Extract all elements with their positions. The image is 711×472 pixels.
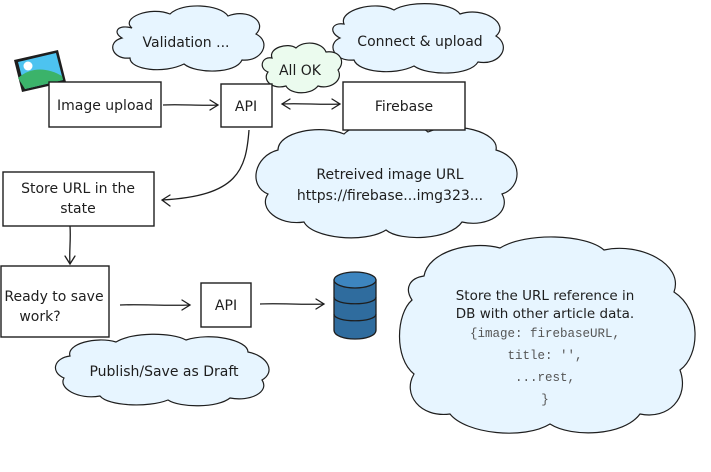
image-icon [14, 50, 66, 92]
store-url-box: Store URL in the state [2, 171, 155, 227]
api-bottom-label: API [215, 298, 237, 314]
cloud-publish-label: Publish/Save as Draft [89, 364, 239, 380]
arrow-store-url-to-ready [64, 225, 76, 266]
arrow-upload-to-api [162, 99, 220, 111]
cloud-store-ref-line2: DB with other article data. [456, 306, 634, 322]
arrow-ready-to-api [119, 299, 192, 311]
cloud-validation: Validation ... [112, 5, 265, 72]
firebase-box: Firebase [342, 81, 466, 131]
firebase-label: Firebase [375, 99, 433, 115]
arrow-api-to-database [259, 298, 326, 310]
cloud-all-ok: All OK [261, 42, 343, 94]
ready-line2: work? [19, 309, 60, 325]
code-line-3: ...rest, [515, 371, 575, 385]
image-upload-box: Image upload [48, 81, 162, 128]
arrow-api-to-store-url [160, 129, 250, 207]
cloud-publish: Publish/Save as Draft [54, 333, 270, 407]
cloud-store-ref-line1: Store the URL reference in [456, 288, 635, 304]
database-icon [333, 271, 377, 340]
api-top-box: API [220, 83, 273, 128]
cloud-retrieved-line2: https://firebase...img323... [297, 188, 483, 204]
code-line-2: title: '', [507, 349, 582, 363]
code-line-4: } [541, 393, 549, 407]
api-bottom-box: API [200, 282, 252, 328]
arrow-api-firebase [280, 98, 342, 110]
ready-to-save-box: Ready to save work? [0, 265, 110, 338]
cloud-all-ok-label: All OK [279, 63, 322, 79]
ready-line1: Ready to save [4, 289, 103, 305]
api-top-label: API [235, 99, 257, 115]
cloud-retrieved-line1: Retreived image URL [316, 167, 463, 183]
cloud-connect-upload: Connect & upload [332, 3, 504, 74]
store-url-line1: Store URL in the [21, 181, 135, 197]
cloud-connect-upload-label: Connect & upload [357, 34, 482, 50]
cloud-retrieved-url: Retreived image URL https://firebase...i… [255, 121, 518, 239]
image-upload-label: Image upload [57, 98, 153, 114]
store-url-line2: state [60, 201, 95, 217]
code-line-1: {image: firebaseURL, [470, 327, 620, 341]
cloud-store-reference: Store the URL reference in DB with other… [398, 236, 696, 434]
cloud-validation-label: Validation ... [143, 35, 230, 51]
